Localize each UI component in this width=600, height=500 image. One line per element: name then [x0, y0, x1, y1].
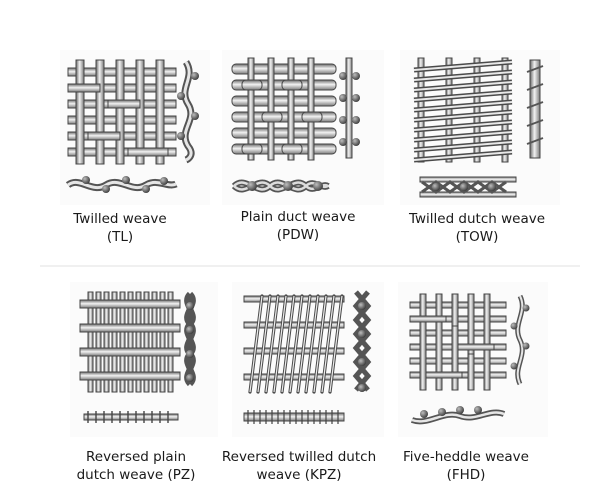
twilled-dutch-weave-illustration: [400, 50, 560, 205]
caption-line-1: Twilled dutch weave: [408, 211, 546, 227]
caption-line-2: (FHD): [446, 467, 486, 483]
caption-twilled-weave: Twilled weave (TL): [40, 210, 200, 246]
caption-line-2: (TL): [106, 229, 134, 245]
caption-plain-duct-weave: Plain duct weave (PDW): [213, 208, 383, 244]
plain-duct-weave-illustration: [222, 50, 384, 205]
caption-reversed-twilled-dutch-weave: Reversed twilled dutch weave (KPZ): [214, 448, 384, 484]
caption-line-1: Reversed twilled dutch: [221, 449, 377, 465]
reversed-plain-dutch-weave-illustration: [70, 282, 218, 437]
caption-line-1: Plain duct weave: [240, 209, 356, 225]
caption-line-2: dutch weave (PZ): [76, 467, 196, 483]
caption-line-2: (PDW): [276, 227, 320, 243]
caption-reversed-plain-dutch-weave: Reversed plain dutch weave (PZ): [56, 448, 216, 484]
reversed-twilled-dutch-weave-illustration: [232, 282, 384, 437]
caption-line-1: Twilled weave: [73, 211, 167, 227]
caption-line-1: Reversed plain: [85, 449, 187, 465]
caption-five-heddle-weave: Five-heddle weave (FHD): [386, 448, 546, 484]
caption-line-2: weave (KPZ): [256, 467, 342, 483]
caption-line-2: (TOW): [455, 229, 499, 245]
five-heddle-weave-illustration: [398, 282, 548, 437]
caption-twilled-dutch-weave: Twilled dutch weave (TOW): [392, 210, 562, 246]
twilled-weave-illustration: [60, 50, 210, 205]
caption-line-1: Five-heddle weave: [403, 449, 529, 465]
